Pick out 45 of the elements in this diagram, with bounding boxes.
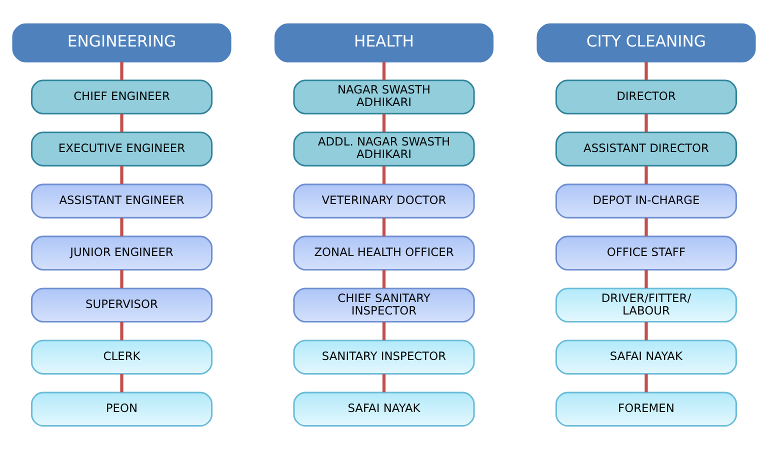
node-box: DRIVER/FITTER/ LABOUR bbox=[555, 288, 738, 323]
connector bbox=[382, 374, 386, 392]
node-box: CLERK bbox=[30, 340, 213, 375]
node-box: SUPERVISOR bbox=[30, 288, 213, 323]
node-box: VETERINARY DOCTOR bbox=[293, 184, 475, 218]
connector bbox=[120, 166, 124, 184]
connector bbox=[644, 62, 648, 80]
connector bbox=[382, 218, 386, 236]
node-box: SANITARY INSPECTOR bbox=[293, 340, 475, 375]
node-box: DIRECTOR bbox=[555, 80, 738, 114]
node-box: FOREMEN bbox=[555, 392, 738, 427]
node-box: CHIEF SANITARY INSPECTOR bbox=[293, 288, 475, 323]
connector bbox=[644, 322, 648, 340]
connector bbox=[382, 322, 386, 340]
connector bbox=[120, 114, 124, 132]
node-box: ENGINEERING bbox=[12, 23, 232, 62]
connector bbox=[120, 322, 124, 340]
connector bbox=[120, 374, 124, 392]
connector bbox=[644, 270, 648, 288]
node-box: ADDL. NAGAR SWASTH ADHIKARI bbox=[293, 132, 475, 166]
node-box: SAFAI NAYAK bbox=[555, 340, 738, 375]
connector bbox=[382, 114, 386, 132]
connector bbox=[382, 166, 386, 184]
node-box: SAFAI NAYAK bbox=[293, 392, 475, 427]
node-box: ZONAL HEALTH OFFICER bbox=[293, 236, 475, 271]
connector bbox=[644, 218, 648, 236]
connector bbox=[644, 374, 648, 392]
node-box: CHIEF ENGINEER bbox=[30, 80, 213, 114]
connector bbox=[382, 62, 386, 80]
node-box: PEON bbox=[30, 392, 213, 427]
connector bbox=[120, 270, 124, 288]
node-box: CITY CLEANING bbox=[536, 23, 756, 62]
node-box: HEALTH bbox=[274, 23, 494, 62]
connector bbox=[120, 218, 124, 236]
node-box: ASSISTANT ENGINEER bbox=[30, 184, 213, 218]
connector bbox=[382, 270, 386, 288]
connector bbox=[644, 114, 648, 132]
node-box: NAGAR SWASTH ADHIKARI bbox=[293, 80, 475, 114]
node-box: JUNIOR ENGINEER bbox=[30, 236, 213, 271]
node-box: ASSISTANT DIRECTOR bbox=[555, 132, 738, 166]
node-box: EXECUTIVE ENGINEER bbox=[30, 132, 213, 166]
connector bbox=[120, 62, 124, 80]
node-box: OFFICE STAFF bbox=[555, 236, 738, 271]
connector bbox=[644, 166, 648, 184]
node-box: DEPOT IN-CHARGE bbox=[555, 184, 738, 218]
